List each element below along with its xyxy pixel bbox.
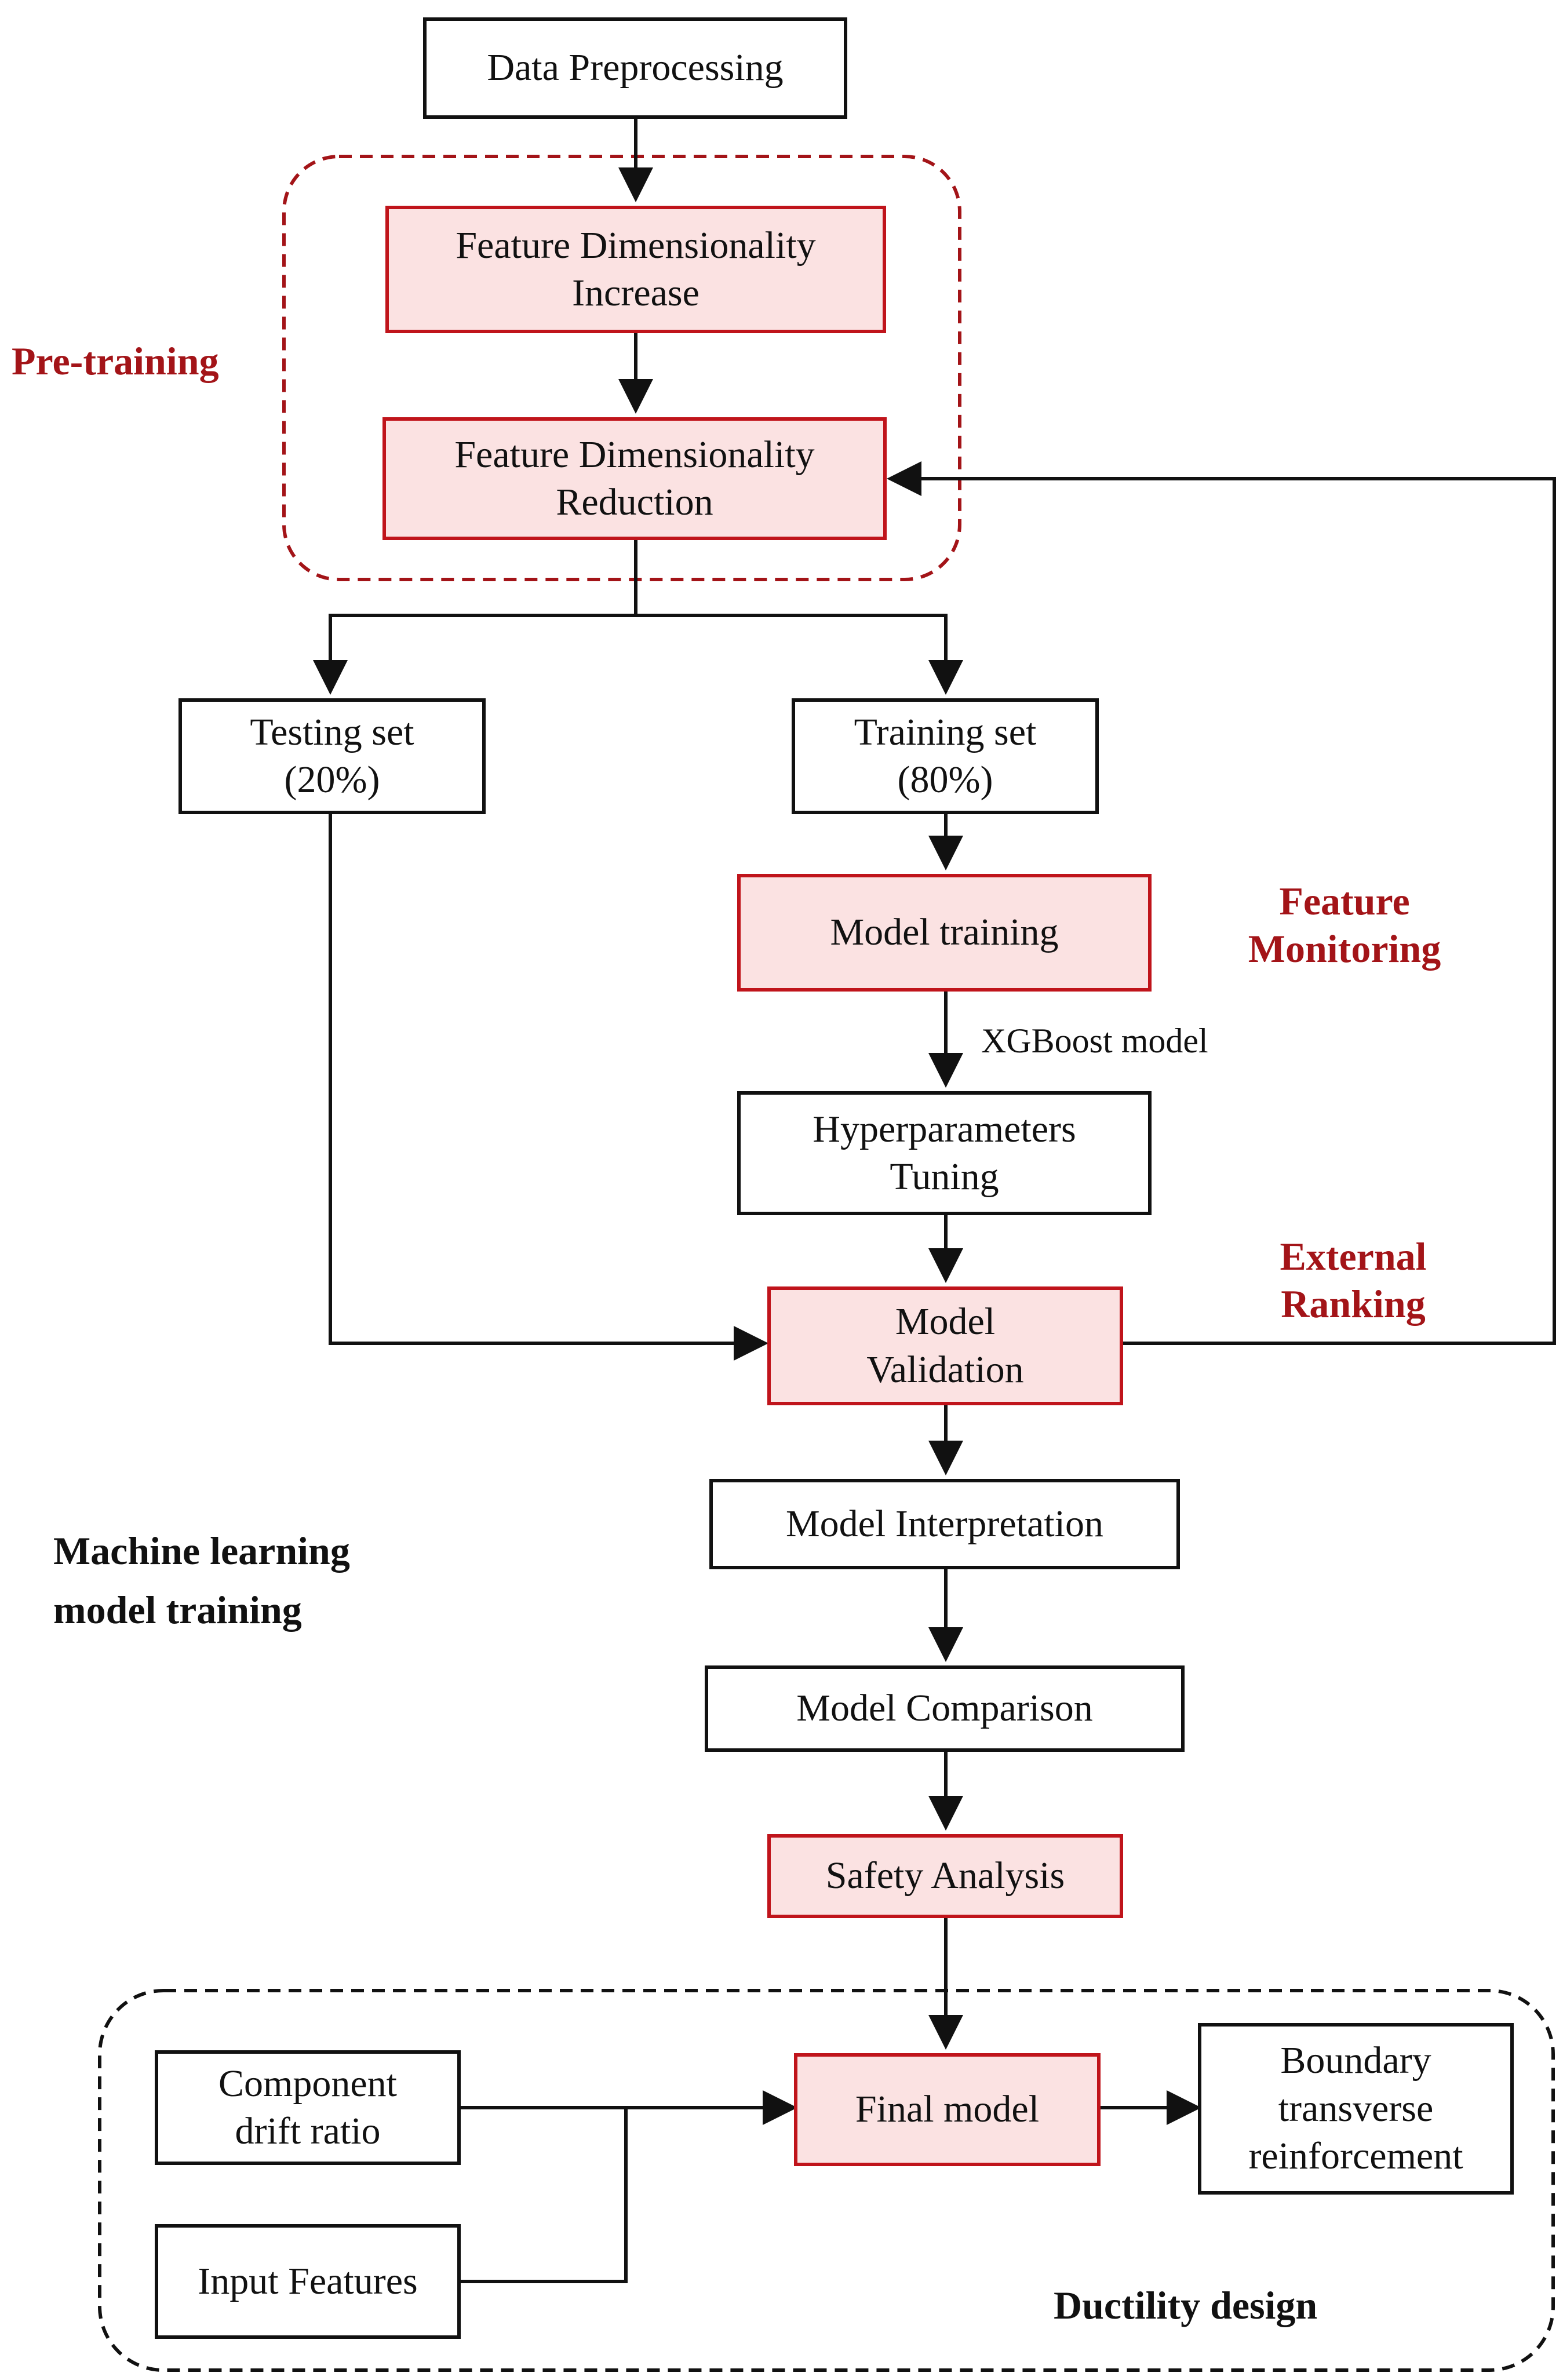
ductility-design-group-outline xyxy=(98,1989,1555,2372)
model-training-box: Model training xyxy=(737,874,1152,992)
hyperparameters-line1: Hyperparameters xyxy=(813,1107,1076,1150)
feature-reduction-line2: Reduction xyxy=(556,481,713,523)
boundary-line2: transverse xyxy=(1278,2087,1434,2130)
pre-training-group-outline xyxy=(282,155,961,581)
model-training-text: Model training xyxy=(830,911,1059,954)
line-testing-to-validation xyxy=(329,814,768,1361)
input-features-box: Input Features xyxy=(155,2224,461,2339)
line-reduction-split xyxy=(313,540,637,695)
model-validation-line1: Model xyxy=(895,1300,996,1343)
boundary-line1: Boundary xyxy=(1280,2039,1431,2082)
boundary-line3: reinforcement xyxy=(1248,2135,1463,2178)
final-model-text: Final model xyxy=(855,2088,1040,2131)
boundary-transverse-reinforcement-box: Boundary transverse reinforcement xyxy=(1198,2023,1514,2195)
safety-analysis-box: Safety Analysis xyxy=(767,1834,1123,1918)
feature-increase-line2: Increase xyxy=(572,272,699,314)
feature-increase-line1: Feature Dimensionality xyxy=(456,224,816,267)
training-set-line1: Training set xyxy=(854,710,1037,753)
line-reduction-to-training xyxy=(636,614,963,695)
component-drift-ratio-box: Component drift ratio xyxy=(155,2050,461,2165)
model-comparison-text: Model Comparison xyxy=(796,1687,1093,1730)
model-interpretation-box: Model Interpretation xyxy=(709,1479,1180,1569)
feature-monitoring-line2: Monitoring xyxy=(1248,926,1441,971)
ductility-design-label: Ductility design xyxy=(1054,2283,1318,2327)
testing-set-line2: (20%) xyxy=(284,759,380,801)
pre-training-label: Pre-training xyxy=(12,339,219,383)
model-interpretation-text: Model Interpretation xyxy=(786,1502,1103,1545)
external-ranking-line1: External xyxy=(1280,1234,1427,1278)
component-drift-line2: drift ratio xyxy=(235,2110,381,2152)
xgboost-model-label: XGBoost model xyxy=(981,1022,1208,1060)
line-drift-to-final-model xyxy=(461,2106,628,2283)
data-preprocessing-text: Data Preprocessing xyxy=(487,46,784,89)
final-model-box: Final model xyxy=(794,2053,1101,2166)
feature-dimensionality-increase-box: Feature Dimensionality Increase xyxy=(385,206,886,333)
testing-set-line1: Testing set xyxy=(250,710,414,753)
feature-monitoring-line1: Feature xyxy=(1279,879,1410,923)
ml-training-line1: Machine learning xyxy=(53,1529,350,1573)
model-validation-line2: Validation xyxy=(866,1348,1024,1391)
ml-training-line2: model training xyxy=(53,1588,302,1632)
testing-set-box: Testing set (20%) xyxy=(178,698,486,814)
model-comparison-box: Model Comparison xyxy=(705,1665,1185,1752)
training-set-box: Training set (80%) xyxy=(792,698,1099,814)
safety-analysis-text: Safety Analysis xyxy=(825,1854,1065,1897)
training-set-line2: (80%) xyxy=(897,759,993,801)
hyperparameters-line2: Tuning xyxy=(890,1156,999,1198)
external-ranking-label: External Ranking xyxy=(1246,1233,1460,1328)
component-drift-line1: Component xyxy=(218,2062,397,2105)
model-validation-box: Model Validation xyxy=(767,1286,1123,1405)
external-ranking-line2: Ranking xyxy=(1281,1281,1426,1326)
hyperparameters-tuning-box: Hyperparameters Tuning xyxy=(737,1091,1152,1215)
data-preprocessing-box: Data Preprocessing xyxy=(423,17,847,119)
feature-monitoring-label: Feature Monitoring xyxy=(1229,878,1460,972)
input-features-text: Input Features xyxy=(198,2259,418,2302)
feature-dimensionality-reduction-box: Feature Dimensionality Reduction xyxy=(382,417,887,540)
machine-learning-model-training-label: Machine learning model training xyxy=(53,1521,350,1639)
feature-reduction-line1: Feature Dimensionality xyxy=(454,433,815,476)
line-validation-feedback-to-reduction xyxy=(887,461,1556,1345)
